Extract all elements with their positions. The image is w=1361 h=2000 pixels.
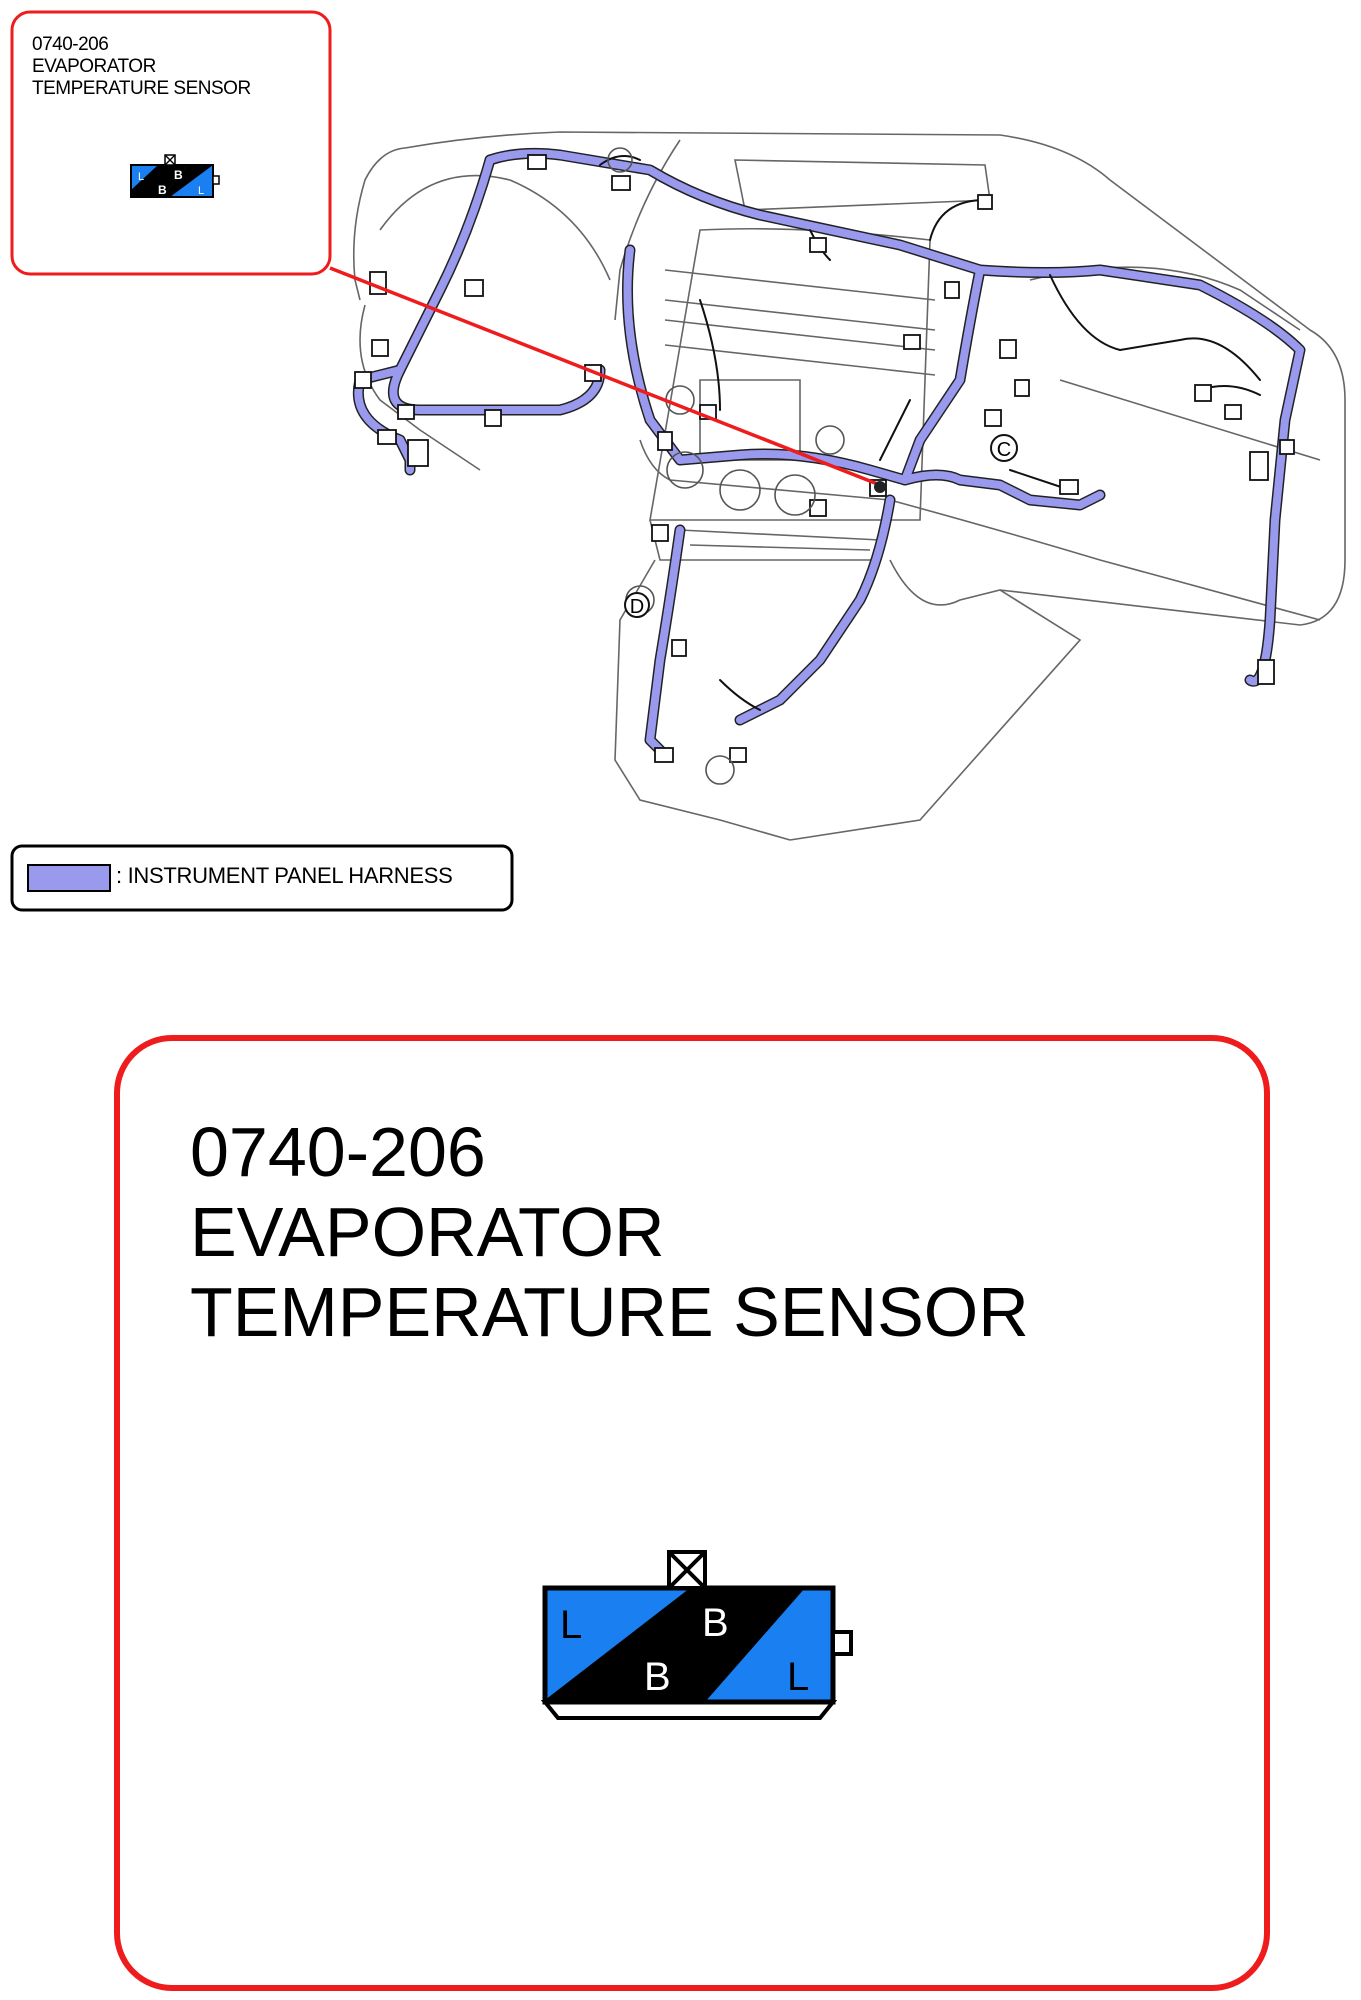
svg-text:L: L bbox=[198, 185, 204, 197]
svg-text:B: B bbox=[174, 168, 183, 182]
svg-text:L: L bbox=[138, 171, 144, 183]
large-callout-label: 0740-206 EVAPORATOR TEMPERATURE SENSOR bbox=[190, 1112, 1029, 1352]
svg-text:B: B bbox=[158, 183, 167, 197]
hvac-knobs bbox=[607, 147, 845, 785]
legend-label: : INSTRUMENT PANEL HARNESS bbox=[116, 863, 453, 888]
large-callout-box bbox=[114, 1035, 1270, 1991]
pin-left-top: L bbox=[560, 1603, 582, 1647]
instrument-panel-harness bbox=[352, 147, 1306, 756]
pin-right-bottom: L bbox=[787, 1655, 809, 1699]
large-connector-face: L B B L bbox=[540, 1550, 853, 1720]
small-callout-box bbox=[10, 10, 332, 276]
pin-center-bottom: B bbox=[644, 1655, 671, 1699]
harness-connectors bbox=[354, 154, 1295, 763]
small-callout-name-line2: TEMPERATURE SENSOR bbox=[32, 78, 251, 99]
pin-center-top: B bbox=[702, 1601, 729, 1645]
legend-box bbox=[10, 844, 514, 912]
marker-c: C bbox=[990, 434, 1018, 462]
callout-leader-line bbox=[329, 266, 881, 487]
large-callout-name-line2: TEMPERATURE SENSOR bbox=[190, 1273, 1029, 1351]
small-callout-code: 0740-206 bbox=[32, 34, 109, 55]
legend-swatch bbox=[27, 864, 111, 892]
small-connector-icon: L B B L bbox=[130, 154, 220, 198]
large-callout-name-line1: EVAPORATOR bbox=[190, 1193, 665, 1271]
small-callout-label: 0740-206 EVAPORATOR TEMPERATURE SENSOR bbox=[32, 34, 251, 100]
sensor-location-marker bbox=[874, 481, 886, 493]
marker-d: D bbox=[624, 592, 650, 618]
small-callout-name-line1: EVAPORATOR bbox=[32, 56, 156, 77]
marker-c-label: C bbox=[997, 439, 1011, 461]
marker-d-label: D bbox=[630, 596, 644, 618]
large-callout-code: 0740-206 bbox=[190, 1113, 486, 1191]
